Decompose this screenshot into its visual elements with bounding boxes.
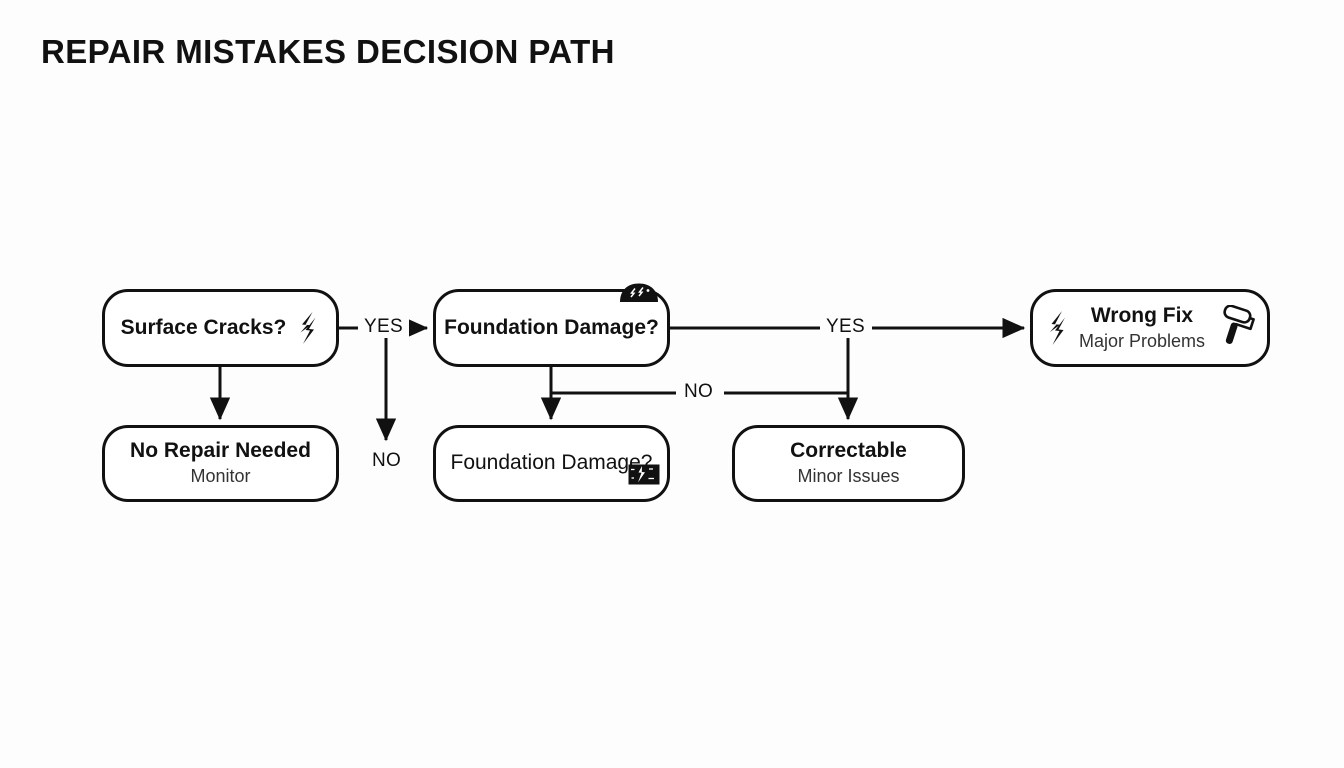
- node-no-repair-needed-subtitle: Monitor: [190, 466, 251, 487]
- node-no-repair-needed-title: No Repair Needed: [130, 439, 311, 463]
- node-foundation-damage-bottom-title: Foundation Damage?: [450, 451, 653, 475]
- node-correctable-subtitle: Minor Issues: [797, 466, 900, 487]
- node-foundation-damage-top-title: Foundation Damage?: [444, 315, 659, 339]
- node-surface-cracks-title: Surface Cracks?: [120, 315, 287, 339]
- edge-label-yes-right: YES: [820, 316, 871, 338]
- node-surface-cracks[interactable]: Surface Cracks?: [102, 289, 339, 367]
- node-wrong-fix-text: Wrong Fix Major Problems: [1079, 304, 1205, 353]
- crack-bolt-icon: [296, 311, 320, 345]
- paint-roller-icon: [1215, 305, 1255, 351]
- node-wrong-fix[interactable]: Wrong Fix Major Problems: [1030, 289, 1270, 367]
- node-foundation-damage-top[interactable]: Foundation Damage?: [433, 283, 670, 367]
- edge-label-yes-left: YES: [358, 316, 409, 338]
- node-correctable[interactable]: Correctable Minor Issues: [732, 425, 965, 502]
- node-wrong-fix-subtitle: Major Problems: [1078, 330, 1206, 351]
- crack-bolt-icon: [1045, 309, 1069, 347]
- node-foundation-damage-bottom[interactable]: Foundation Damage?: [433, 425, 670, 502]
- node-no-repair-needed[interactable]: No Repair Needed Monitor: [102, 425, 339, 502]
- edge-label-no-left: NO: [366, 450, 408, 472]
- page-title: REPAIR MISTAKES DECISION PATH: [41, 33, 615, 70]
- hardhat-icon: [618, 282, 660, 304]
- node-correctable-title: Correctable: [790, 439, 907, 463]
- cracked-block-icon: [628, 464, 660, 485]
- node-wrong-fix-title: Wrong Fix: [1090, 303, 1194, 327]
- edge-label-no-middle: NO: [678, 381, 720, 403]
